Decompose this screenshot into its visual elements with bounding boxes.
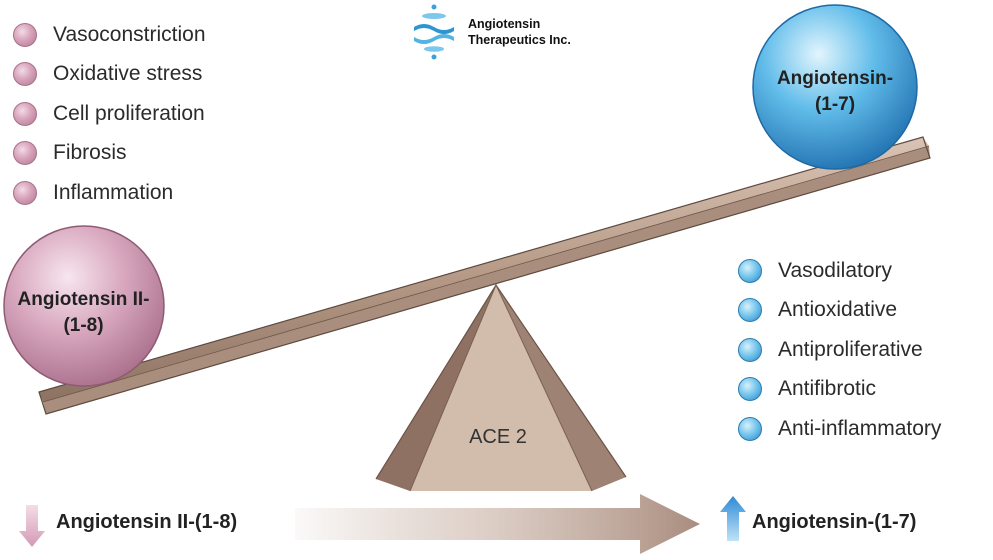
effect-label: Antiproliferative — [778, 337, 923, 361]
list-item: Antifibrotic — [738, 370, 941, 410]
pink-bullet-icon — [13, 101, 37, 126]
ball-label-line-1: Angiotensin II- — [17, 289, 150, 310]
arrow-up-icon — [720, 496, 746, 541]
logo-text: Angiotensin Therapeutics Inc. — [468, 16, 571, 48]
logo-band-4 — [424, 46, 444, 52]
plank-front — [43, 146, 930, 414]
list-item: Anti-inflammatory — [738, 409, 941, 449]
list-item: Vasodilatory — [738, 251, 941, 291]
effect-label: Anti-inflammatory — [778, 416, 942, 440]
fulcrum-edges — [409, 283, 593, 492]
list-item: Cell proliferation — [13, 94, 206, 134]
list-item: Antioxidative — [738, 291, 941, 331]
bottom-left-label: Angiotensin II-(1-8) — [56, 511, 238, 533]
angiotensin-ii-ball-label: Angiotensin II- (1-8) — [0, 287, 167, 339]
logo-band-1 — [422, 13, 446, 19]
plank-edge — [42, 145, 930, 403]
fulcrum-pyramid — [375, 283, 627, 492]
effect-label: Vasoconstriction — [53, 22, 206, 46]
effect-label: Fibrosis — [53, 141, 127, 165]
list-item: Antiproliferative — [738, 330, 941, 370]
angiotensin-1-7-effects-list: Vasodilatory Antioxidative Antiprolifera… — [738, 251, 941, 449]
list-item: Fibrosis — [13, 134, 206, 174]
arrow-down-icon — [19, 505, 45, 547]
angiotensin-1-7-ball-label: Angiotensin- (1-7) — [752, 66, 918, 118]
effect-label: Inflammation — [53, 180, 174, 204]
angiotensin-1-7-ball — [752, 4, 918, 170]
logo-bottom-dot — [431, 54, 437, 60]
bottom-right-label: Angiotensin-(1-7) — [752, 511, 917, 533]
blue-bullet-icon — [738, 258, 762, 283]
list-item: Vasoconstriction — [13, 15, 206, 55]
shift-arrow — [295, 494, 700, 554]
logo-band-2 — [414, 24, 454, 34]
pink-bullet-icon — [13, 141, 37, 166]
fulcrum-front-face — [410, 285, 592, 491]
fulcrum-left-face — [376, 285, 496, 491]
effect-label: Oxidative stress — [53, 62, 203, 86]
ball-label-line-1: Angiotensin- — [776, 68, 894, 89]
dna-helix-icon — [414, 4, 454, 60]
angiotensin-ii-ball — [3, 225, 165, 387]
plank-outline — [38, 136, 931, 415]
blue-bullet-icon — [738, 298, 762, 323]
logo-line-1: Angiotensin — [468, 17, 541, 31]
seesaw-plank — [38, 136, 931, 415]
list-item: Oxidative stress — [13, 55, 206, 95]
blue-bullet-icon — [738, 337, 762, 362]
fulcrum-right-face — [496, 285, 626, 491]
pink-bullet-icon — [13, 22, 37, 47]
list-item: Inflammation — [13, 173, 206, 213]
company-logo: Angiotensin Therapeutics Inc. — [412, 3, 612, 61]
ball-label-line-2: (1-8) — [63, 315, 104, 336]
bottom-arrows — [19, 494, 746, 554]
angiotensin-ii-effects-list: Vasoconstriction Oxidative stress Cell p… — [13, 15, 206, 213]
logo-top-dot — [431, 4, 437, 10]
blue-bullet-icon — [738, 377, 762, 402]
plank-top — [39, 137, 929, 402]
blue-bullet-icon — [738, 416, 762, 441]
fulcrum-label: ACE 2 — [469, 426, 527, 448]
effect-label: Vasodilatory — [778, 258, 893, 282]
pink-bullet-icon — [13, 62, 37, 87]
logo-band-3 — [414, 34, 454, 44]
effect-label: Antifibrotic — [778, 377, 877, 401]
effect-label: Antioxidative — [778, 298, 898, 322]
pink-bullet-icon — [13, 180, 37, 205]
effect-label: Cell proliferation — [53, 101, 205, 125]
logo-line-2: Therapeutics Inc. — [468, 33, 571, 47]
ball-label-line-2: (1-7) — [814, 94, 856, 115]
